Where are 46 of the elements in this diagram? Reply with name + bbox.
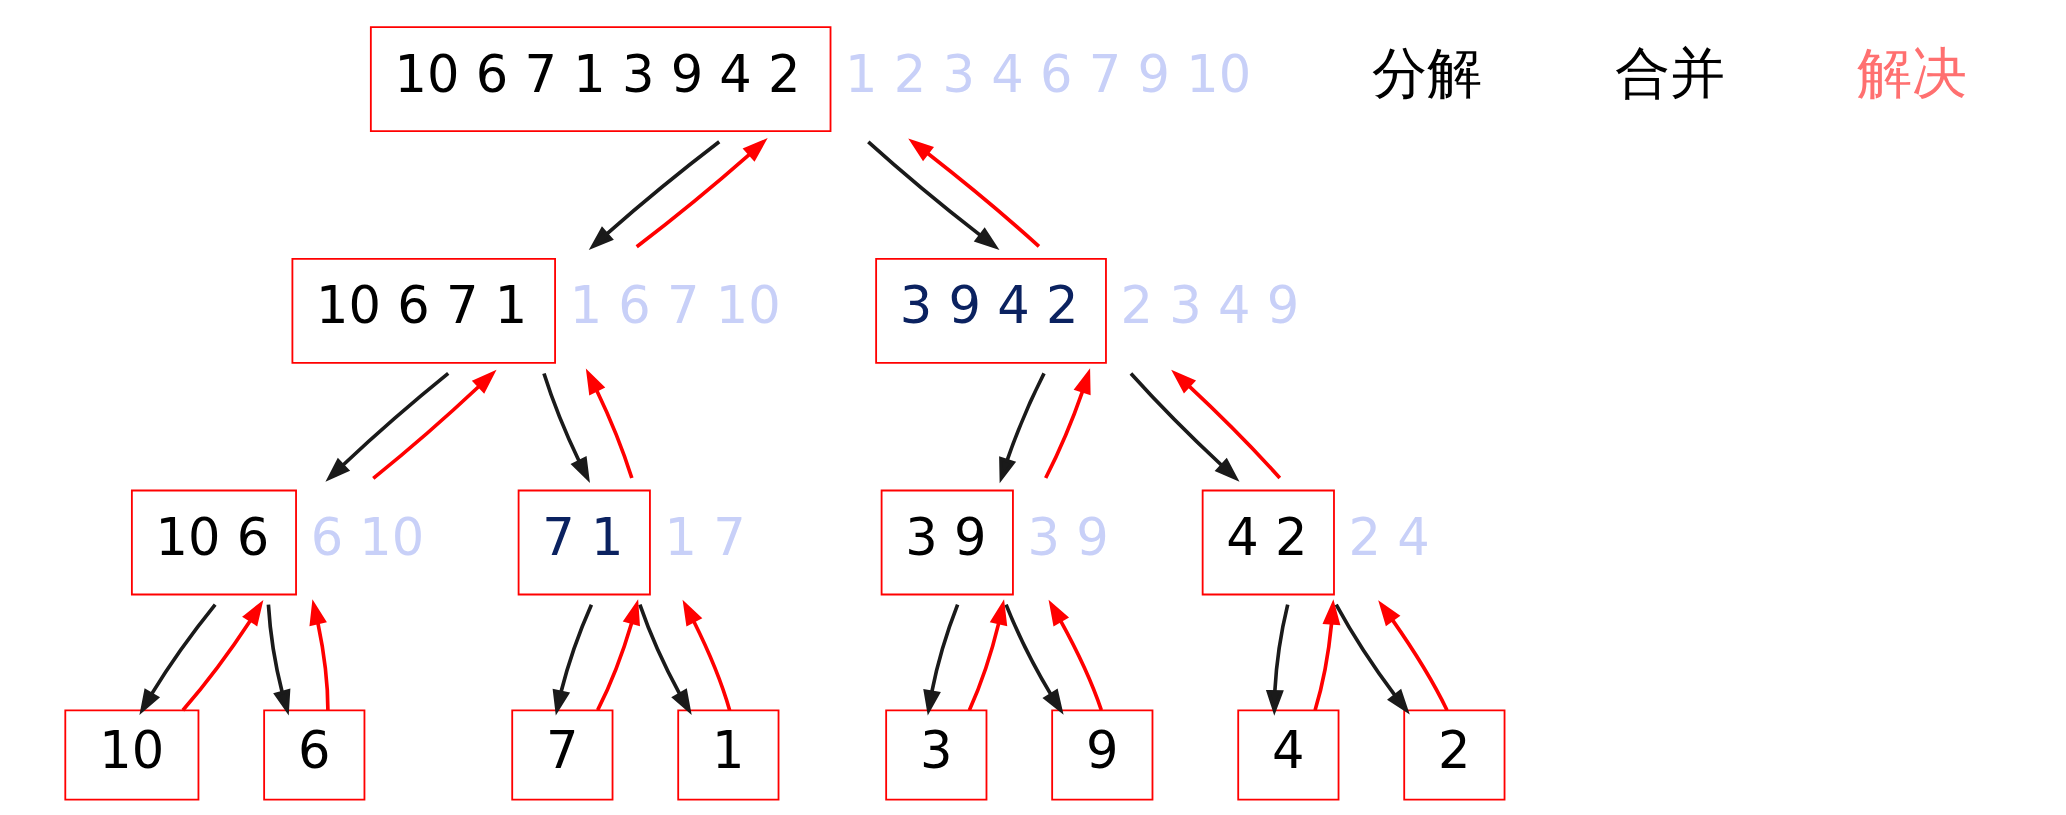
label: 合并	[1614, 40, 1725, 105]
arrow	[1129, 372, 1240, 482]
node-box: 10 6 7 1 3 9 4 2	[369, 26, 832, 133]
node-box: 9	[1051, 709, 1154, 801]
arrow	[923, 603, 960, 716]
arrow	[1044, 368, 1091, 479]
label: 分解	[1372, 40, 1483, 105]
arrow	[638, 604, 692, 715]
node-box: 3 9	[880, 489, 1014, 596]
arrow	[867, 140, 1000, 251]
arrow	[635, 138, 768, 249]
node-box: 4	[1237, 709, 1340, 801]
node-box: 7 1	[517, 489, 651, 596]
node-box: 6	[263, 709, 366, 801]
arrow	[1378, 600, 1449, 711]
arrow	[1171, 369, 1282, 480]
arrow	[588, 140, 721, 251]
node-box: 4 2	[1201, 489, 1335, 596]
node-box: 3 9 4 2	[875, 257, 1107, 364]
arrow	[1265, 604, 1290, 716]
arrow	[999, 372, 1046, 484]
arrow	[1313, 599, 1341, 711]
node-box: 7	[511, 709, 614, 801]
node-box: 3	[885, 709, 988, 801]
arrow	[1004, 603, 1064, 715]
node-box: 1	[677, 709, 780, 801]
arrow	[309, 599, 330, 711]
label: 解决	[1857, 40, 1968, 105]
arrow	[552, 603, 594, 716]
arrow	[585, 368, 634, 479]
node-box: 2	[1403, 709, 1506, 801]
arrow	[372, 369, 497, 480]
arrow	[1334, 603, 1410, 715]
node-box: 10	[64, 709, 200, 801]
arrow	[682, 599, 732, 711]
arrow	[596, 599, 640, 711]
arrow	[967, 599, 1008, 711]
node-box: 10 6	[130, 489, 297, 596]
arrow	[908, 138, 1041, 248]
arrow	[181, 599, 264, 712]
arrow	[266, 604, 291, 716]
arrow	[1048, 599, 1104, 711]
arrow	[542, 372, 590, 483]
node-box: 10 6 7 1	[291, 257, 556, 364]
arrow	[325, 372, 450, 482]
arrow	[139, 603, 217, 715]
